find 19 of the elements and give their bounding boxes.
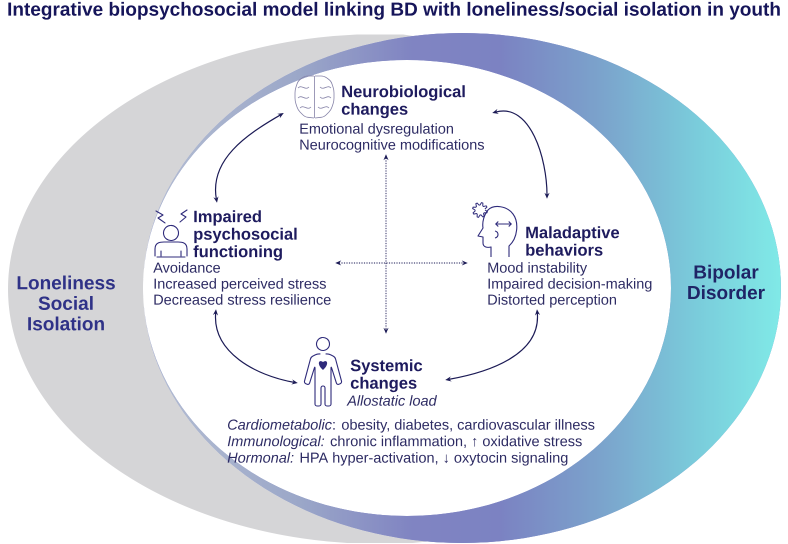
node-heading: Impaired psychosocial functioning: [194, 210, 297, 261]
node-text: Impaired decision-making: [488, 278, 652, 292]
node-text: Hormonal: HPA hyper-activation, ↓ oxytocin signaling: [228, 452, 568, 466]
node-heading: Maladaptive behaviors: [526, 226, 620, 256]
node-text: Decreased stress resilience: [154, 294, 331, 305]
node-heading: Neurobiological changes: [342, 85, 465, 118]
title: Integrative biopsychosocial model linking BD with loneliness/social isolation in youth: [8, 2, 780, 20]
node-heading: Systemic changes: [350, 359, 422, 392]
node-text: Distorted perception: [488, 294, 616, 308]
ring-label: Bipolar Disorder: [688, 264, 765, 300]
node-text: Avoidance: [153, 262, 220, 273]
node-text: Increased perceived stress: [154, 278, 326, 292]
node-text: Cardiometabolic: obesity, diabetes, cardiovascular illness: [228, 419, 594, 433]
subheading: Allostatic load: [346, 395, 438, 406]
ring-label: Loneliness Social Isolation: [18, 276, 115, 330]
node-text: Neurocognitive modifications: [300, 139, 484, 153]
node-text: Immunological: chronic inflammation, ↑ oxidative stress: [228, 436, 582, 450]
node-text: Mood instability: [488, 262, 588, 276]
node-text: Emotional dysregulation: [300, 123, 453, 137]
